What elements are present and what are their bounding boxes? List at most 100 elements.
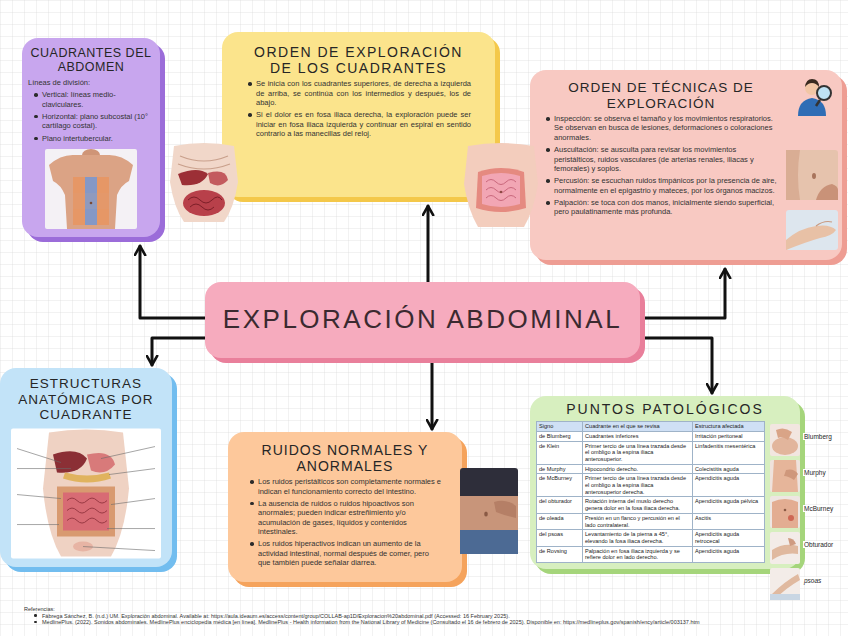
reference-heading: Referencias: [24,606,836,613]
table-cell: Levantamiento de la pierna a 45°, elevan… [583,530,693,546]
abdomen-photo [494,501,516,518]
figure-slot [45,149,137,229]
table-cell: Hipocondrio derecho. [583,464,693,474]
table-cell: Apendicitis aguda pélvica [693,497,765,513]
reference-list: Referencias:Fábrega Sánchez, B. (n.d.) U… [24,606,836,626]
topic-box: RUIDOS NORMALES Y ANORMALESLos ruidos pe… [228,432,462,582]
doctor-icon [817,86,831,100]
topic-text: Percusión: se escuchan ruidos timpánicos… [544,176,778,195]
sign-photo [772,460,798,492]
table-cell: de Blumberg [537,431,583,441]
anatomy-figure [87,453,115,473]
table-cell: Apendicitis aguda [693,474,765,497]
sign-photo [784,470,798,481]
branch-arrow [152,338,205,365]
topic-text: Palpación: se toca con dos manos, inicia… [544,198,778,217]
organs-figure [500,191,503,194]
anatomy-figure [43,430,129,557]
table-cell: Cuadrante en el que se revisa [583,422,693,432]
topic-text: Los ruidos peristálticos son completamen… [248,477,442,496]
table-row: de KleinPrimer tercio de una línea traza… [537,441,765,464]
topic-heading: ESTRUCTURAS ANATÓMICAS POR CUADRANTE [10,376,162,423]
anatomy-figure [63,493,109,531]
sign-photo [784,509,787,512]
table-cell: de McBurney [537,474,583,497]
table-cell: del obturador [537,497,583,513]
sign-photo [770,496,800,528]
doctor-icon [805,79,819,87]
organs-figure [170,143,238,222]
torso-figure [45,149,137,229]
reference-entry: MedlinePlus. (2022). Sonidos abdominales… [32,619,836,626]
table-cell: Rotación interna del muslo derecho gener… [583,497,693,513]
anatomy-figure [11,429,161,559]
abdomen-photo [786,150,838,200]
sign-photo [772,574,800,600]
branch-arrow [431,358,434,429]
organs-figure [486,180,516,201]
topic-heading: PUNTOS PATOLÓGICOS [536,401,794,417]
organs-figure [188,197,222,210]
topic-heading: ORDEN DE TÉCNICAS DE EXPLORACIÓN [544,80,778,111]
topic-text: Auscultación: se ausculta para revisar l… [544,145,778,173]
table-cell: Linfadenitis mesentérica [693,441,765,464]
central-topic: EXPLORACIÓN ABDOMINAL [205,282,640,358]
abdomen-photo [460,468,518,554]
table-cell: Signo [537,422,583,432]
sign-photo [788,538,796,546]
sign-photo [770,568,800,600]
torso-figure [97,193,109,209]
abdomen-photo [460,468,518,554]
table-row: del obturadorRotación interna del muslo … [537,497,765,513]
abdomen-photo [816,184,838,200]
table-cell: de Rovsing [537,546,583,562]
sign-photo [770,594,800,600]
sign-photo [770,496,800,528]
branch-arrow [640,269,725,318]
sign-table: SignoCuadrante en el que se revisaEstruc… [536,421,765,563]
anatomy-figure [67,498,107,523]
topic-heading: EXPLORACIÓN ABDOMINAL [223,305,622,335]
topic-box: ORDEN DE EXPLORACIÓN DE LOS CUADRANTESSe… [222,32,495,197]
sign-photo [772,545,798,560]
organs-figure [464,143,538,227]
organs-figure [482,173,520,207]
abdomen-photo [460,530,518,554]
table-cell: Irritación peritoneal [693,431,765,441]
sign-photo [776,428,792,440]
organs-figure [208,172,228,186]
table-row: de RovsingPalpación en fosa iliaca izqui… [537,546,765,562]
table-cell: del psoas [537,530,583,546]
doctor-icon [805,81,819,95]
anatomy-figure [17,447,155,551]
table-cell: de oleada [537,513,583,529]
sign-photo [772,437,798,455]
table-cell: Presión en un flanco y percusión en el l… [583,513,693,529]
organs-figure [476,168,526,212]
topic-text: Vertical: líneas medio-claviculares. [32,90,154,109]
abdomen-photo [484,511,488,516]
torso-figure [73,177,85,193]
doctor-icon [798,79,831,116]
topic-text: Si el dolor es en fosa iliaca derecha, l… [246,110,471,138]
palpation-photo [786,210,838,250]
topic-box: CUADRANTES DEL ABDOMENLíneas de división… [22,38,160,237]
torso-figure [49,155,133,229]
table-cell: de Klein [537,441,583,464]
anatomy-figure [73,542,93,552]
topic-text: Plano intertubercular. [32,134,154,143]
topic-text: Los ruidos hiperactivos indican un aumen… [248,539,442,567]
figure-slot [11,429,161,559]
organs-figure [178,156,230,169]
sign-photo [770,568,800,600]
sign-label: Obturador [803,541,834,548]
sign-photo [788,515,794,521]
anatomy-figure [63,473,111,483]
anatomy-figure [57,487,115,537]
branch-arrow [140,246,205,318]
abdomen-photo [460,496,518,530]
torso-figure [97,177,109,193]
palpation-photo [786,210,838,250]
